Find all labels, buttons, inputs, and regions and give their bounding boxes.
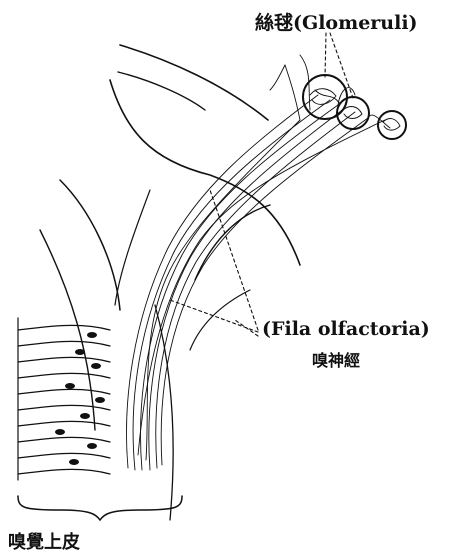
epithelium-nuclei bbox=[55, 332, 105, 465]
glomeruli-pointer-lines bbox=[325, 33, 353, 98]
arc-left-outer bbox=[60, 180, 120, 310]
arc-left-inner bbox=[115, 190, 150, 305]
arc-right bbox=[195, 205, 270, 280]
cribriform-contour-upper bbox=[120, 45, 268, 120]
glomeruli-label: 絲毬(Glomeruli) bbox=[255, 8, 418, 35]
glomerulus-3 bbox=[378, 111, 406, 139]
cribriform-contour-mid bbox=[118, 72, 205, 110]
arc-lower bbox=[190, 290, 250, 350]
olfactory-nerve-label: 嗅神經 bbox=[312, 347, 360, 371]
olfactory-epithelium-label: 嗅覺上皮 bbox=[8, 528, 80, 554]
nerve-fiber-bundle bbox=[127, 55, 390, 470]
epithelium-brace bbox=[18, 496, 182, 520]
left-curve-long bbox=[40, 230, 95, 430]
fila-olfactoria-label: (Fila olfactoria) bbox=[262, 318, 430, 340]
bulb-outline-arc bbox=[110, 80, 300, 265]
